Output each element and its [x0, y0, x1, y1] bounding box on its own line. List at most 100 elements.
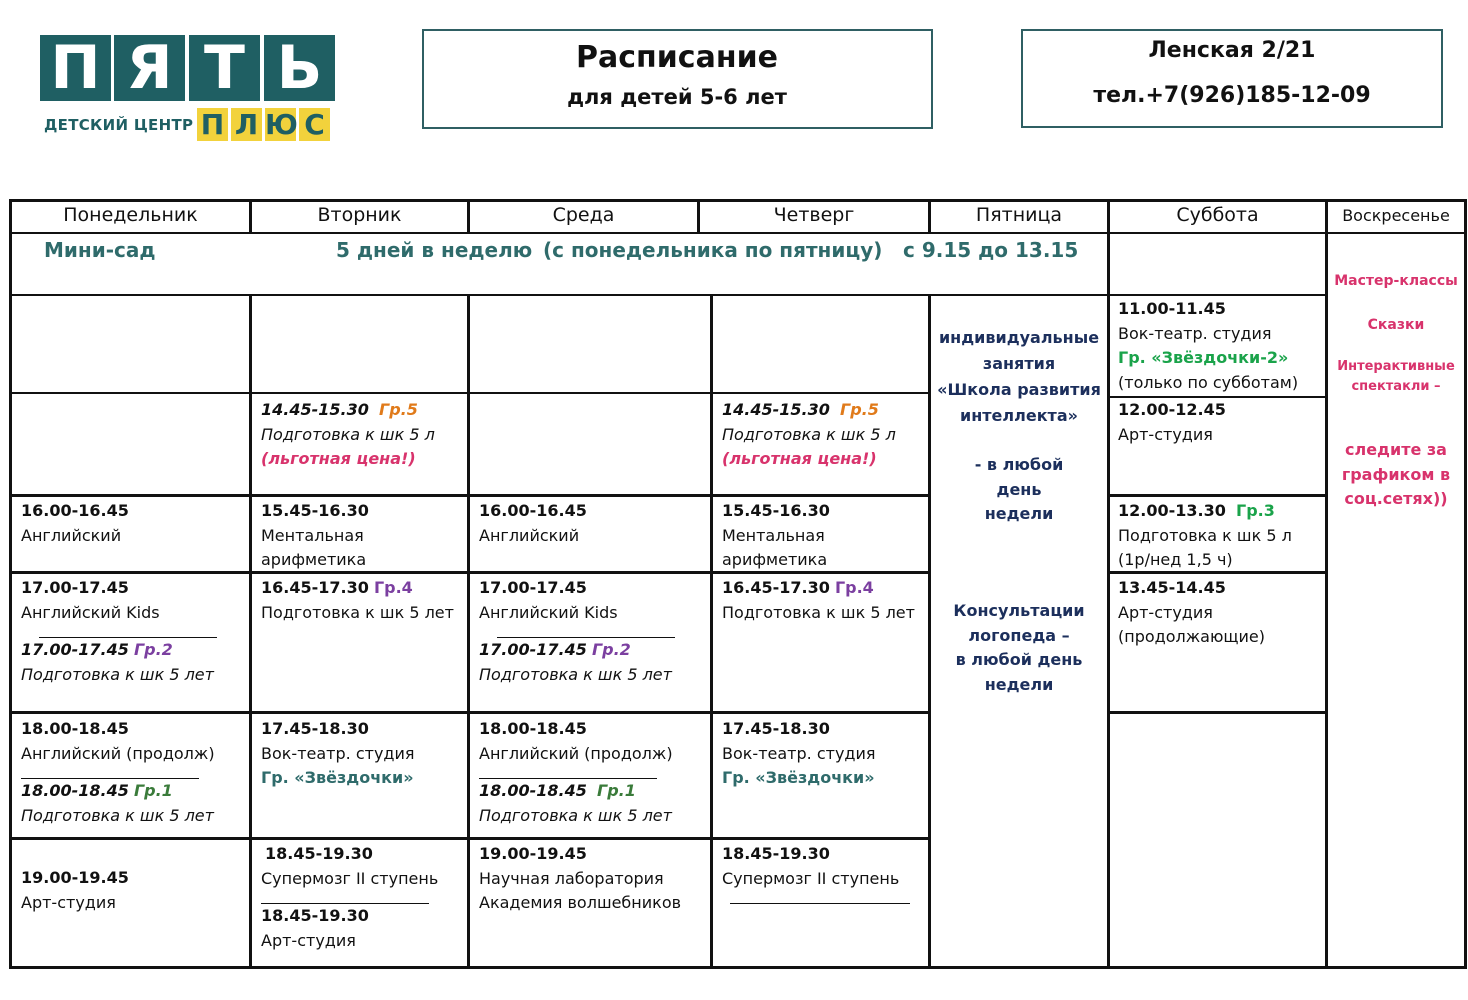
thu-r4: 18.45-19.30 Супермозг II ступень — [722, 842, 910, 904]
note: (только по субботам) — [1118, 372, 1299, 392]
activity: Подготовка к шк 5 лет — [21, 664, 214, 684]
text-line: недели — [984, 674, 1054, 694]
activity: Ментальная — [722, 525, 825, 545]
tue-r2: 16.45-17.30 Гр.4 Подготовка к шк 5 лет — [261, 576, 454, 625]
activity: Супермозг II ступень — [722, 868, 900, 888]
activity: Английский — [21, 525, 122, 545]
logo-plus-letter: Ю — [265, 108, 298, 141]
thu-r1: 15.45-16.30 Ментальная арифметика — [722, 499, 830, 573]
sun-tales: Сказки — [1367, 317, 1425, 333]
group-label: Гр.4 — [373, 578, 413, 597]
logo-letter: Т — [189, 35, 260, 101]
time: 16.00-16.45 — [479, 501, 587, 520]
day-header-friday: Пятница — [975, 204, 1063, 226]
fri-any-day: - в любой день недели — [931, 453, 1107, 527]
text-line: следите за — [1345, 440, 1447, 459]
day-header-sunday: Воскресенье — [1342, 206, 1450, 225]
text-line: занятия — [982, 354, 1056, 373]
activity: Английский (продолж) — [479, 743, 673, 763]
phone: тел.+7(926)185-12-09 — [1093, 83, 1371, 108]
group-label: Гр.1 — [133, 781, 173, 800]
time: 13.45-14.45 — [1118, 578, 1226, 597]
text-line: день — [996, 479, 1042, 499]
page-title: Расписание — [576, 40, 778, 75]
text-line: Интерактивные — [1337, 359, 1455, 374]
note: (продолжающие) — [1118, 627, 1265, 646]
group-label: Гр.5 — [379, 400, 418, 419]
activity: Арт-студия — [261, 930, 356, 950]
time: 16.45-17.30 — [722, 578, 830, 597]
activity: Ментальная — [261, 525, 364, 545]
group-label: Гр.1 — [597, 781, 636, 800]
day-header-saturday: Суббота — [1176, 204, 1259, 226]
time: 17.45-18.30 — [261, 719, 369, 738]
time: 17.45-18.30 — [722, 719, 830, 738]
sat-r2: 12.00-13.30 Гр.3 Подготовка к шк 5 л (1р… — [1118, 499, 1292, 573]
logo-plus-letter: Л — [231, 108, 262, 141]
wed-r1: 16.00-16.45 Английский — [479, 499, 587, 548]
sat-r3: 13.45-14.45 Арт-студия (продолжающие) — [1118, 576, 1265, 650]
group-label: Гр.5 — [840, 400, 879, 419]
activity: Подготовка к шк 5 л — [722, 424, 896, 444]
time: 14.45-15.30 — [261, 400, 369, 419]
activity: Подготовка к шк 5 лет — [479, 805, 672, 825]
text-line: индивидуальные — [938, 328, 1100, 347]
sun-shows: Интерактивные спектакли – — [1328, 357, 1464, 397]
mon-r2: 17.00-17.45 Английский Kids 17.00-17.45 … — [21, 576, 217, 687]
page-subtitle: для детей 5-6 лет — [567, 85, 787, 109]
activity: Подготовка к шк 5 л — [261, 424, 435, 444]
note: (1р/нед 1,5 ч) — [1118, 550, 1233, 569]
logo-plus-letter: С — [299, 108, 330, 141]
wed-r4: 19.00-19.45 Научная лаборатория Академия… — [479, 842, 681, 916]
time: 18.45-19.30 — [261, 906, 369, 925]
separator-line — [497, 625, 675, 638]
time: 17.00-17.45 — [479, 640, 587, 659]
mon-r1: 16.00-16.45 Английский — [21, 499, 129, 548]
day-header-wednesday: Среда — [552, 204, 615, 226]
logo-letter: Я — [114, 35, 185, 101]
activity: Подготовка к шк 5 лет — [21, 805, 214, 825]
time: 17.00-17.45 — [21, 578, 129, 597]
tue-r4: 18.45-19.30 Супермозг II ступень 18.45-1… — [261, 842, 438, 953]
day-header-tuesday: Вторник — [317, 204, 402, 226]
minisad-name: Мини-сад — [44, 238, 156, 262]
activity: Арт-студия — [1118, 424, 1213, 444]
thu-r3: 17.45-18.30 Вок-театр. студия Гр. «Звёзд… — [722, 717, 876, 791]
activity: Английский — [479, 525, 580, 545]
activity: Арт-студия — [21, 892, 116, 912]
mon-r3: 18.00-18.45 Английский (продолж) 18.00-1… — [21, 717, 215, 828]
activity: Английский Kids — [21, 602, 160, 622]
time: 18.45-19.30 — [265, 844, 373, 863]
time: 15.45-16.30 — [722, 501, 830, 520]
activity: Вок-театр. студия — [1118, 323, 1272, 343]
separator-line — [730, 891, 910, 904]
text-line: «Школа развития — [937, 380, 1101, 399]
time: 17.00-17.45 — [479, 578, 587, 597]
sat-r1: 12.00-12.45 Арт-студия — [1118, 398, 1226, 447]
activity: Арт-студия — [1118, 602, 1213, 622]
separator-line — [39, 625, 217, 638]
group-label: Гр.4 — [834, 578, 874, 597]
contact-box — [1021, 29, 1443, 128]
text-line: логопеда – — [968, 625, 1070, 645]
time: 17.00-17.45 — [21, 640, 129, 659]
sun-follow: следите за графиком в соц.сетях)) — [1328, 438, 1464, 512]
thu-prep-cell: 14.45-15.30 Гр.5 Подготовка к шк 5 л (ль… — [722, 398, 896, 472]
activity: Научная лаборатория — [479, 868, 664, 888]
address: Ленская 2/21 — [1148, 38, 1316, 63]
fri-logoped: Консультации логопеда – в любой день нед… — [931, 599, 1107, 697]
text-line: - в любой — [974, 455, 1064, 474]
group-label: Гр. «Звёздочки-2» — [1118, 348, 1289, 367]
group-label: Гр. «Звёздочки» — [261, 768, 414, 787]
time: 11.00-11.45 — [1118, 299, 1226, 318]
text-line: недели — [984, 504, 1054, 523]
separator-line — [261, 891, 429, 904]
time: 19.00-19.45 — [479, 844, 587, 863]
activity: Супермозг II ступень — [261, 868, 439, 888]
activity: Английский Kids — [479, 602, 618, 622]
activity: Подготовка к шк 5 лет — [261, 602, 454, 622]
group-label: Гр.2 — [591, 640, 631, 659]
time: 16.45-17.30 — [261, 578, 369, 597]
text-line: интеллекта» — [960, 406, 1078, 425]
minisad-frequency: 5 дней в неделю — [336, 238, 533, 262]
